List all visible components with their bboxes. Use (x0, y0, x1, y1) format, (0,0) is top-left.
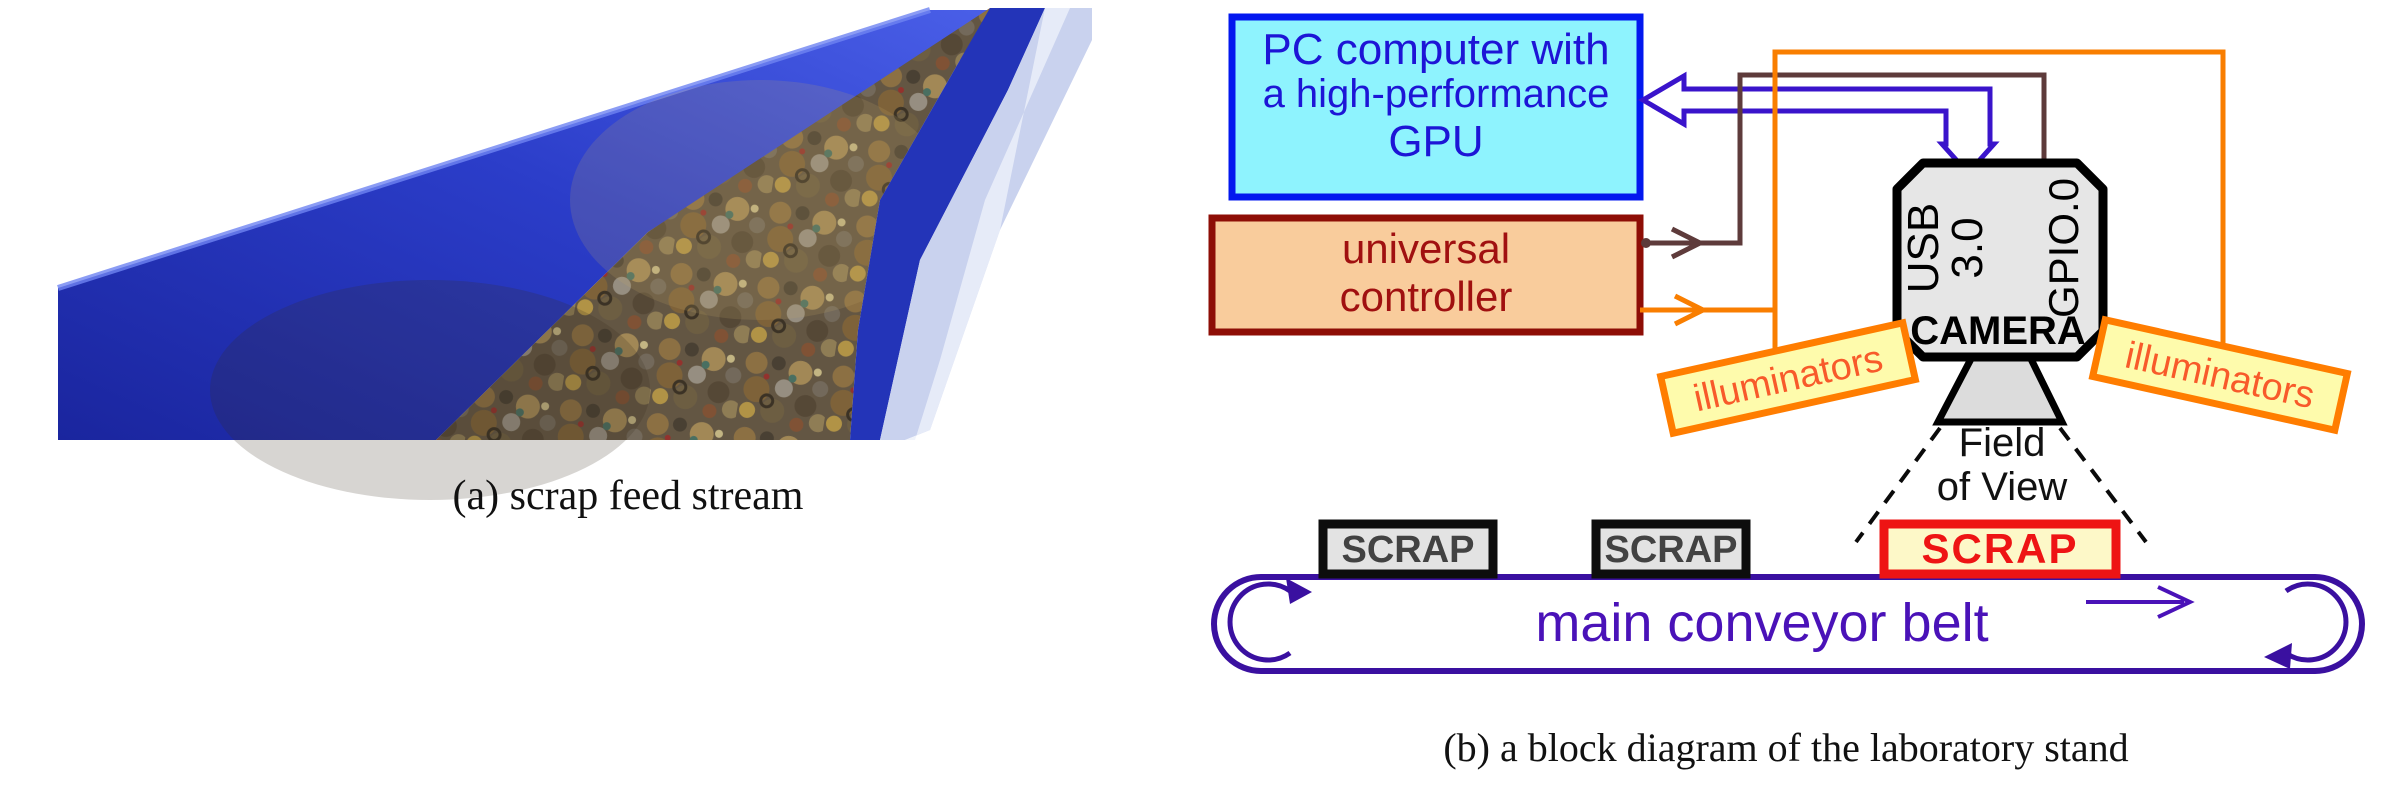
chute-left-wall-rim (57, 7, 931, 291)
illuminator-wires (1640, 49, 2226, 355)
scrap-box-1-label: SCRAP (1341, 529, 1474, 571)
belt-rotation-arrow-right-icon (2264, 581, 2349, 669)
usb-data-arrow (1638, 71, 2000, 177)
scrap-box-3-label: SCRAP (1921, 525, 2078, 572)
scrap-box-2: SCRAP (1591, 519, 1751, 579)
scrap-box-2-label: SCRAP (1604, 529, 1737, 571)
chute-right-wall-inner (850, 8, 1045, 440)
caption-b: (b) a block diagram of the laboratory st… (1443, 725, 2128, 770)
scrap-box-1: SCRAP (1318, 519, 1498, 579)
scrap-box-3-in-fov: SCRAP (1879, 519, 2121, 579)
pc-box: PC computer with a high-performance GPU (1228, 13, 1644, 201)
chute-left-wall (58, 10, 1000, 440)
scrap-heap-shade (436, 8, 1045, 440)
scrap-photo (57, 7, 1092, 500)
scrap-heap (436, 8, 1045, 440)
camera-label: CAMERA (1910, 309, 2086, 353)
chute-right-wall-sheen (905, 8, 1070, 440)
pc-box-line2: a high-performance (1263, 72, 1610, 116)
field-of-view: Field of View (1854, 421, 2148, 544)
fov-label-line2: of View (1937, 465, 2068, 509)
scrap-shadow (210, 280, 650, 500)
pc-box-line3: GPU (1388, 117, 1483, 166)
belt-label: main conveyor belt (1535, 593, 1988, 653)
belt-direction-arrow-icon (2086, 585, 2195, 619)
camera-port-usb-line1: USB (1899, 203, 1948, 293)
illuminator-left: illuminators (1656, 318, 1920, 438)
controller-box: universal controller (1208, 214, 1644, 336)
camera-port-gpio: GPIO.0 (2040, 178, 2087, 318)
camera-box: USB 3.0 GPIO.0 CAMERA (1892, 158, 2108, 362)
gpio-wire (1641, 72, 2047, 260)
fov-dashed-line-left (1854, 426, 1942, 544)
caption-a: (a) scrap feed stream (453, 473, 804, 519)
camera-lens (1932, 353, 2068, 426)
belt-rotation-arrow-left-icon (1227, 578, 1312, 663)
controller-box-line2: controller (1340, 273, 1513, 320)
illuminator-right: illuminators (2088, 315, 2352, 435)
illuminator-wire-arrowhead-icon (1673, 293, 1709, 327)
pc-box-line1: PC computer with (1262, 25, 1609, 74)
camera-port-usb-line2: 3.0 (1943, 217, 1992, 278)
scrap-highlight (570, 80, 950, 320)
fov-label-line1: Field (1959, 421, 2046, 465)
conveyor-belt: main conveyor belt (1211, 574, 2365, 674)
controller-box-line1: universal (1342, 225, 1510, 272)
gpio-wire-arrowhead-icon (1670, 226, 1706, 260)
